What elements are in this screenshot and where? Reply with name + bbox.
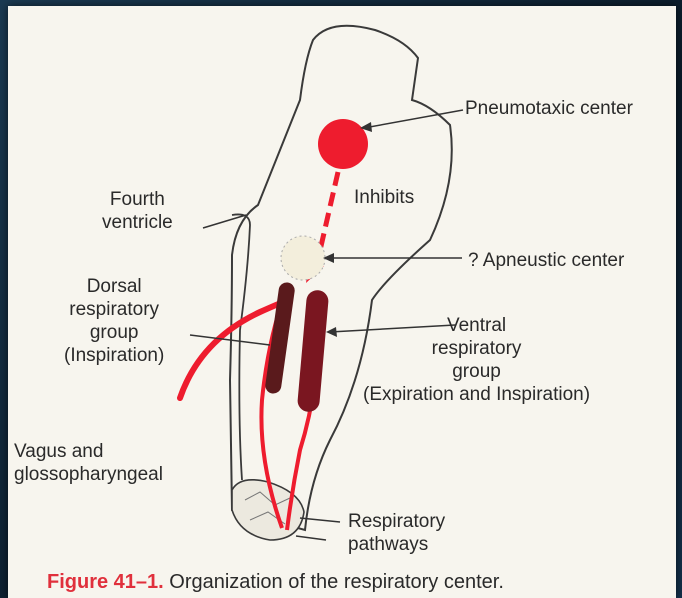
pointer-pathways-2 xyxy=(296,536,326,540)
label-dorsal-group: Dorsal respiratory group (Inspiration) xyxy=(64,275,164,367)
label-fourth-ventricle: Fourth ventricle xyxy=(102,188,173,234)
pneumotaxic-center-node xyxy=(318,119,368,169)
pointer-pneumotaxic xyxy=(364,110,463,128)
ventral-group-node xyxy=(297,289,330,412)
label-respiratory-pathways: Respiratory pathways xyxy=(348,510,445,556)
caption-number: Figure 41–1. xyxy=(47,571,164,593)
dorsal-group-node xyxy=(264,281,295,394)
apneustic-center-node xyxy=(281,236,325,280)
figure-page: Pneumotaxic center Inhibits Fourth ventr… xyxy=(8,6,676,598)
caption-text: Organization of the respiratory center. xyxy=(169,571,504,593)
label-pneumotaxic-center: Pneumotaxic center xyxy=(465,97,633,120)
label-vagus: Vagus and glossopharyngeal xyxy=(14,440,163,486)
fourth-ventricle-outline xyxy=(232,214,250,480)
label-inhibits: Inhibits xyxy=(354,186,414,209)
pointer-ventral-head xyxy=(326,327,337,337)
figure-caption: Figure 41–1. Organization of the respira… xyxy=(47,571,504,594)
label-apneustic-center: ? Apneustic center xyxy=(468,249,624,272)
label-ventral-group: Ventral respiratory group (Expiration an… xyxy=(363,314,590,406)
